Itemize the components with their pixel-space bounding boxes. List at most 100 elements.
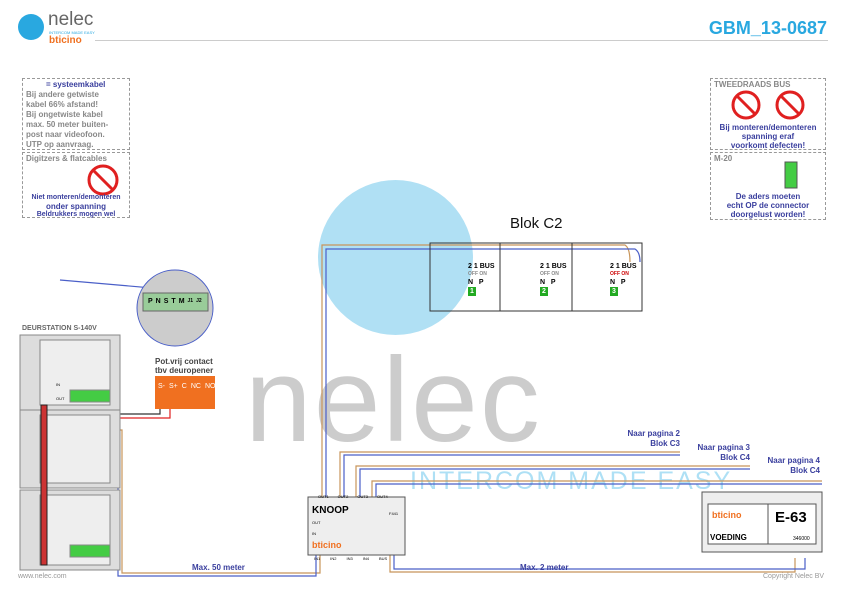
term-label: IN3 [346,556,353,561]
term-label: BUS [378,556,388,561]
note-line: doorgelust worden! [730,210,806,219]
terminal-label: 1 [545,263,550,270]
note-tweedraads: TWEEDRAADS BUS Bij monteren/demonteren s… [710,78,826,150]
link-line: Naar pagina 4 [767,456,820,465]
unit-number: 2 [540,287,548,296]
term-label: OUT3 [357,494,369,499]
term-label: NC [190,383,201,390]
wire-pagina-2-brown [339,451,680,497]
switch-label[interactable]: OFF ON [540,271,559,277]
wire-blok-blue [480,248,641,263]
terminal-label: 1 [615,263,620,270]
note-line: voorkomt defecten! [730,141,806,150]
note-line: De aders moeten [735,192,801,201]
np-label: N [610,279,616,286]
term-label: IN4 [362,556,369,561]
unit-number: 1 [468,287,476,296]
term-label: S- [158,383,165,390]
knoop-top-terms: OUT1 OUT2 OUT3 OUT4 [318,494,388,499]
in-label: IN [56,382,60,387]
wire-voeding-brown [389,555,796,573]
wire-pagina-3-brown [355,465,750,497]
term-label: T [171,298,176,305]
blok-c2 [429,242,643,312]
term-label: S+ [169,383,178,390]
note-line: Beldrukkers mogen wel [36,211,116,218]
term-label: S [163,298,169,305]
contact-block [155,376,215,409]
term-label: NO [204,383,216,390]
note-line: Niet monteren/demonteren [31,194,121,201]
link-line: Blok C4 [720,453,750,462]
wire-voeding-blue [393,555,806,570]
link-line: Blok C3 [650,439,680,448]
voeding-brand: bticino [712,510,742,520]
term-label: P [148,298,153,305]
note-line: max. 50 meter buiten- [26,120,109,129]
contact-title-1: Pot.vrij contact [155,357,213,366]
wire-pagina-2-blue [343,454,680,497]
wire-trunk-brown [321,244,480,520]
nelec-logo: nelec INTERCOM MADE EASY bticino [18,10,133,48]
doc-id: GBM_13-0687 [708,18,827,38]
term-label: IN1 [314,556,321,561]
magnifier-terminal-strip [142,292,209,312]
note-line: Bij ongetwiste kabel [26,110,103,119]
term-label: OUT1 [318,494,329,499]
note-title: M-20 [714,154,733,163]
unit-number: 3 [610,287,618,296]
footer-website[interactable]: www.nelec.com [18,573,67,580]
knoop-out: OUT [312,520,321,525]
wire-trunk-blue [325,248,480,520]
watermark-text: nelec [245,333,542,467]
voeding-name: E-63 [775,509,807,526]
note-line: kabel 66% afstand! [26,100,99,109]
logo-tagline: INTERCOM MADE EASY [49,30,95,35]
terminal-label: 2 [540,263,544,270]
knoop-brand: bticino [312,540,342,550]
contact-title-2: tbv deuropener [155,366,214,375]
term-label: J2 [196,298,202,304]
term-label: IN2 [330,556,337,561]
no-voltage-icon [87,90,805,196]
logo-icon [18,14,44,40]
logo-brand: bticino [49,35,82,46]
terminal-label: 2 [610,263,614,270]
knoop-body [307,496,406,556]
switch-label[interactable]: OFF ON [468,271,487,277]
terminal-label: 2 [468,263,472,270]
note-digitzers: Digitzers & flatcables Niet monteren/dem… [22,152,130,218]
wire-pagina-4-blue [375,483,822,497]
terminal-label: BUS [621,263,637,270]
term-label: OUT4 [377,494,388,499]
term-label: J1 [187,298,194,304]
note-line: Bij andere getwiste [26,90,99,99]
unit-2: 2 1 BUS OFF ON N P 2 [540,262,567,296]
wire-blok-brown [480,244,631,263]
np-label: P [620,279,626,286]
blok-title: Blok C2 [510,215,563,232]
knoop-code: F441 [389,511,399,516]
term-label: OUT2 [337,494,349,499]
terminal-label: BUS [551,263,567,270]
distance-2m: Max. 2 meter [520,563,569,572]
unit-3: 2 1 BUS OFF ON N P 3 [610,262,637,296]
watermark-circle [318,180,473,335]
wire-pagina-3-blue [359,468,750,497]
voeding-label: VOEDING [710,533,747,542]
knoop-bottom-terms: IN1 IN2 IN3 IN4 BUS [314,556,387,561]
note-line: post naar videofoon. [26,130,105,139]
link-line: Naar pagina 2 [627,429,680,438]
note-title: TWEEDRAADS BUS [714,80,791,89]
np-label: P [550,279,556,286]
terminal-label: BUS [479,263,495,270]
switch-label[interactable]: OFF ON [610,271,629,277]
term-label: N [155,298,161,305]
contact-title: Pot.vrij contact tbv deuropener [155,357,213,375]
link-line: Blok C4 [790,466,820,475]
